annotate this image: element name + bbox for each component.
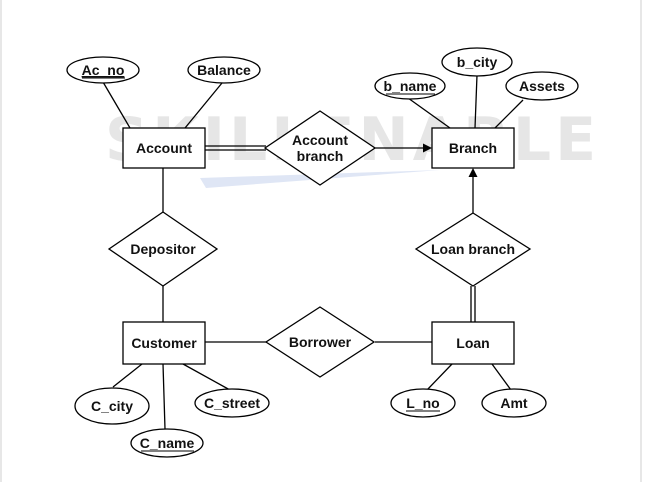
attribute-amt-label: Amt	[500, 395, 528, 411]
relationship-borrower[interactable]: Borrower	[264, 306, 376, 378]
attribute-b-city[interactable]: b_city	[441, 47, 513, 77]
line-customer-ccity	[112, 363, 143, 388]
attribute-l-no-label: L_no	[406, 395, 439, 411]
relationship-account-branch-line2: branch	[297, 148, 344, 164]
attribute-c-street-label: C_street	[204, 395, 260, 411]
attribute-balance[interactable]: Balance	[187, 56, 261, 84]
entity-customer-label: Customer	[131, 335, 197, 351]
attribute-b-name[interactable]: b_name	[374, 72, 446, 100]
attribute-assets-label: Assets	[519, 78, 565, 94]
entity-loan[interactable]: Loan	[431, 321, 515, 365]
relationship-account-branch-line1: Account	[292, 132, 348, 148]
attribute-b-name-label: b_name	[384, 78, 437, 94]
attribute-c-name[interactable]: C_name	[130, 428, 204, 458]
relationship-loan-branch[interactable]: Loan branch	[414, 212, 532, 287]
attribute-c-city[interactable]: C_city	[74, 387, 150, 425]
line-loan-lno	[426, 363, 453, 391]
attribute-ac-no-label: Ac_no	[82, 62, 125, 78]
attribute-b-city-label: b_city	[457, 54, 498, 70]
attribute-balance-label: Balance	[197, 62, 251, 78]
line-bcity-branch	[474, 74, 478, 129]
attribute-l-no[interactable]: L_no	[390, 388, 456, 418]
relationship-account-branch[interactable]: Account branch	[263, 110, 377, 186]
attribute-c-name-label: C_name	[140, 435, 195, 451]
line-customer-cstreet	[182, 363, 231, 391]
relationship-depositor[interactable]: Depositor	[107, 211, 219, 287]
attribute-c-city-label: C_city	[91, 398, 133, 414]
entity-account-label: Account	[136, 140, 192, 156]
entity-customer[interactable]: Customer	[122, 321, 206, 365]
entity-loan-label: Loan	[456, 335, 489, 351]
attribute-ac-no[interactable]: Ac_no	[66, 56, 140, 84]
entity-account[interactable]: Account	[122, 127, 206, 169]
arrowhead-branch-bottom	[468, 168, 478, 177]
attribute-c-street[interactable]: C_street	[194, 388, 270, 418]
entity-branch-label: Branch	[449, 140, 497, 156]
line-loan-amt	[491, 363, 512, 391]
line-balance-account	[184, 82, 223, 129]
line-assets-branch	[494, 99, 524, 129]
line-acno-account	[102, 81, 131, 129]
arrowhead-branch-right	[423, 143, 432, 153]
line-bname-branch	[407, 97, 451, 129]
relationship-borrower-label: Borrower	[289, 334, 352, 350]
relationship-depositor-label: Depositor	[130, 241, 196, 257]
entity-branch[interactable]: Branch	[431, 127, 515, 169]
relationship-loan-branch-label: Loan branch	[431, 241, 515, 257]
attribute-assets[interactable]: Assets	[505, 71, 579, 101]
line-customer-cname	[162, 363, 166, 430]
attribute-amt[interactable]: Amt	[481, 388, 547, 418]
